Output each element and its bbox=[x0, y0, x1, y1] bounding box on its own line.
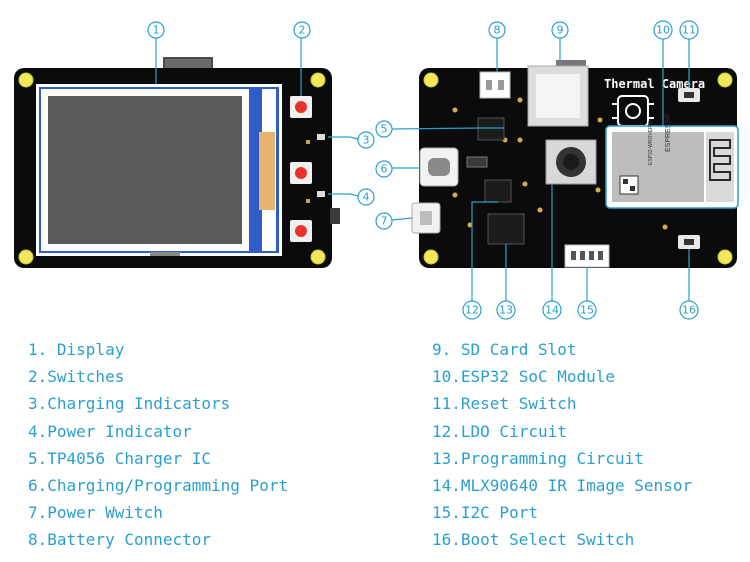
legend-item-boot-switch: 16.Boot Select Switch bbox=[432, 530, 635, 550]
svg-text:13: 13 bbox=[499, 304, 513, 317]
callout-11: 11 bbox=[679, 20, 699, 40]
back-board: Thermal Camera bbox=[411, 60, 739, 268]
callout-9: 9 bbox=[551, 21, 569, 39]
legend-item-esp32-module: 10.ESP32 SoC Module bbox=[432, 367, 616, 387]
switches bbox=[290, 96, 312, 242]
battery-connector bbox=[479, 71, 511, 99]
callout-7: 7 bbox=[375, 212, 393, 230]
svg-text:15: 15 bbox=[580, 304, 594, 317]
svg-text:8: 8 bbox=[494, 24, 501, 37]
legend-item-ldo-circuit: 12.LDO Circuit bbox=[432, 421, 567, 441]
legend-item-switches: 2.Switches bbox=[28, 367, 125, 387]
legend-right: 9. SD Card Slot 10.ESP32 SoC Module 11.R… bbox=[432, 336, 692, 554]
svg-text:12: 12 bbox=[465, 304, 479, 317]
legend-item-charging-port: 6.Charging/Programming Port bbox=[28, 475, 289, 495]
legend-item-programming-circuit: 13.Programming Circuit bbox=[432, 448, 644, 468]
ldo-ic bbox=[484, 179, 512, 203]
svg-text:1: 1 bbox=[153, 24, 160, 37]
svg-text:2: 2 bbox=[299, 24, 306, 37]
boot-switch bbox=[678, 235, 700, 249]
legend-item-display: 1. Display bbox=[28, 340, 125, 359]
callout-1: 1 bbox=[147, 21, 165, 39]
legend-item-reset-switch: 11.Reset Switch bbox=[432, 394, 577, 414]
legend-item-sd-card-slot: 9. SD Card Slot bbox=[432, 340, 577, 359]
svg-text:4: 4 bbox=[363, 191, 370, 204]
svg-text:16: 16 bbox=[682, 304, 696, 317]
callout-4: 4 bbox=[357, 188, 375, 206]
legend-item-charger-ic: 5.TP4056 Charger IC bbox=[28, 448, 212, 468]
callout-12: 12 bbox=[462, 300, 482, 320]
callout-lines bbox=[155, 38, 690, 302]
svg-text:7: 7 bbox=[381, 215, 388, 228]
hardware-diagram: Thermal Camera bbox=[14, 20, 739, 320]
svg-text:10: 10 bbox=[656, 24, 670, 37]
svg-text:5: 5 bbox=[381, 123, 388, 136]
front-board bbox=[14, 57, 340, 268]
tp4056-ic bbox=[477, 117, 505, 141]
callout-14: 14 bbox=[542, 300, 562, 320]
sd-card-slot bbox=[527, 60, 589, 127]
legend-left: 1. Display 2.Switches 3.Charging Indicat… bbox=[28, 336, 288, 554]
svg-text:9: 9 bbox=[557, 24, 564, 37]
reset-switch bbox=[678, 88, 700, 102]
legend-item-battery-connector: 8.Battery Connector bbox=[28, 530, 212, 550]
legend-item-i2c-port: 15.I2C Port bbox=[432, 503, 538, 523]
legend-item-power-indicator: 4.Power Indicator bbox=[28, 421, 192, 441]
callout-2: 2 bbox=[293, 21, 311, 39]
callout-8: 8 bbox=[488, 21, 506, 39]
i2c-port bbox=[564, 244, 610, 268]
svg-text:14: 14 bbox=[545, 304, 559, 317]
callout-13: 13 bbox=[496, 300, 516, 320]
svg-text:6: 6 bbox=[381, 163, 388, 176]
esp32-module: ESPRESSIF ESP32-WROVER-B bbox=[605, 113, 739, 209]
programming-ic bbox=[487, 213, 525, 245]
display bbox=[36, 84, 282, 256]
power-switch bbox=[411, 202, 441, 234]
legend-item-power-switch: 7.Power Wwitch bbox=[28, 503, 163, 523]
callout-3: 3 bbox=[357, 131, 375, 149]
board-title: Thermal Camera bbox=[604, 77, 705, 91]
callout-6: 6 bbox=[375, 160, 393, 178]
callout-15: 15 bbox=[577, 300, 597, 320]
svg-text:11: 11 bbox=[682, 24, 696, 37]
module-brand: ESPRESSIF bbox=[665, 113, 672, 152]
legend-item-ir-sensor: 14.MLX90640 IR Image Sensor bbox=[432, 475, 693, 495]
module-model: ESP32-WROVER-B bbox=[648, 120, 654, 165]
callout-5: 5 bbox=[375, 120, 393, 138]
svg-text:3: 3 bbox=[363, 134, 370, 147]
callout-16: 16 bbox=[679, 300, 699, 320]
legend-item-charging-indicators: 3.Charging Indicators bbox=[28, 394, 231, 414]
callout-10: 10 bbox=[653, 20, 673, 40]
charging-port bbox=[419, 147, 459, 187]
ir-sensor bbox=[545, 139, 597, 185]
